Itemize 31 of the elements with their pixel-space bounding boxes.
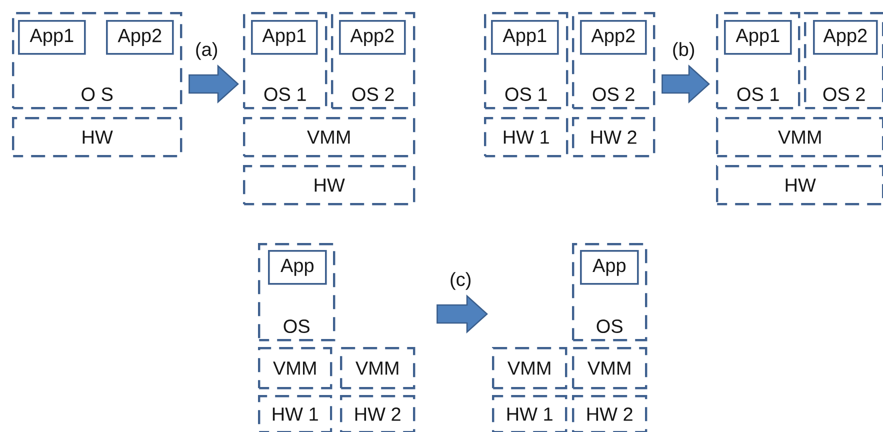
layer-box: HW: [12, 117, 182, 158]
layer-box: HW 1: [258, 395, 332, 432]
app-box: App2: [106, 20, 174, 55]
layer-box: HW 2: [340, 395, 416, 432]
app-box: App1: [724, 20, 792, 55]
layer-box: VMM: [492, 347, 568, 390]
app-box: App1: [251, 20, 318, 55]
layer-box: HW: [243, 165, 416, 206]
layer-box: VMM: [243, 117, 416, 158]
app-box: App: [268, 250, 327, 285]
layer-box: HW 1: [492, 395, 568, 432]
layer-box: VMM: [572, 347, 648, 390]
app-box: App2: [339, 20, 406, 55]
block-arrow: [188, 64, 239, 104]
app-box: App2: [813, 20, 878, 55]
app-box: App: [580, 250, 639, 285]
block-arrow: [436, 294, 488, 334]
app-box: App2: [580, 20, 647, 55]
layer-box: HW 2: [572, 395, 648, 432]
layer-box: VMM: [716, 117, 883, 158]
edge-label: (c): [450, 272, 470, 290]
layer-box: HW 1: [484, 117, 568, 158]
block-arrow: [662, 64, 710, 104]
app-box: App1: [18, 20, 86, 55]
layer-box: HW 2: [572, 117, 656, 158]
layer-box: VMM: [258, 347, 332, 390]
layer-box: VMM: [340, 347, 416, 390]
edge-label: (a): [196, 42, 218, 60]
app-box: App1: [491, 20, 559, 55]
layer-box: HW: [716, 165, 883, 206]
edge-label: (b): [673, 42, 694, 60]
